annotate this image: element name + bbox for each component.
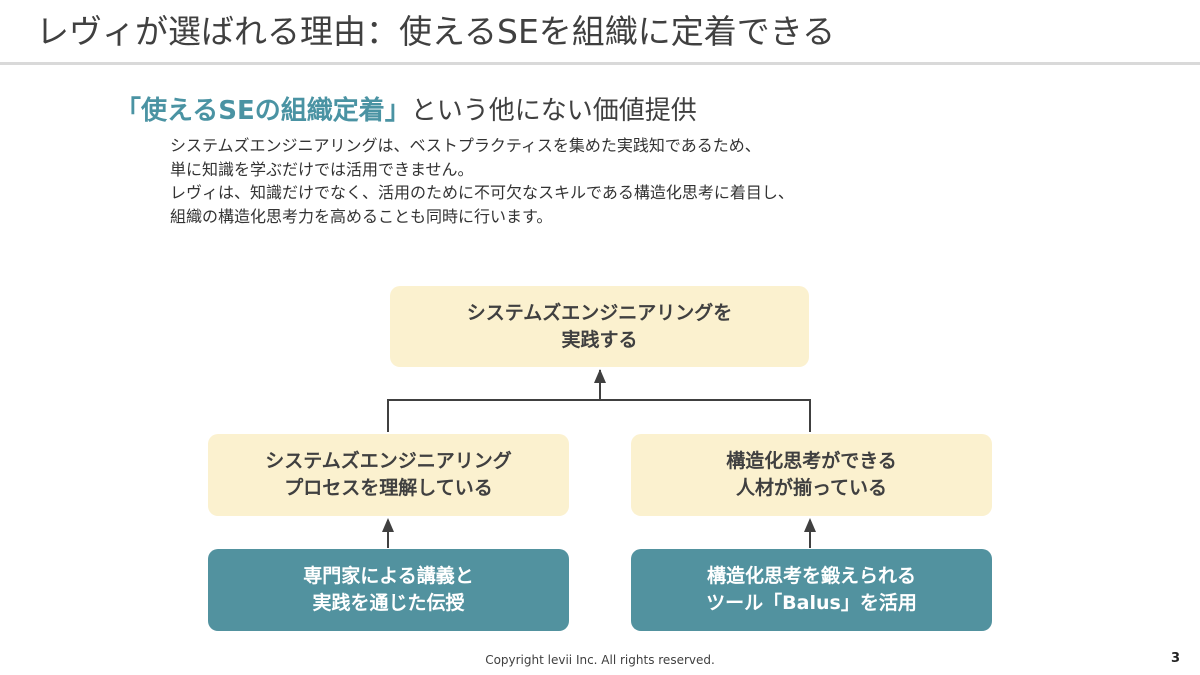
right-bottom-box-line: ツール「Balus」を活用 (706, 592, 917, 614)
left-bottom-box-line: 実践を通じた伝授 (312, 592, 465, 614)
page-title: レヴィが選ばれる理由：使えるSEを組織に定着できる (36, 12, 836, 51)
subheading-rest: という他にない価値提供 (410, 96, 697, 126)
subheading: 「使えるSEの組織定着」という他にない価値提供 (115, 94, 697, 128)
top-box-line: システムズエンジニアリングを (466, 301, 733, 324)
left-mid-box-line: システムズエンジニアリング (265, 450, 512, 472)
top-box: システムズエンジニアリングを 実践する (390, 286, 809, 367)
body-text: システムズエンジニアリングは、ベストプラクティスを集めた実践知であるため、 単に… (170, 134, 794, 228)
body-line: レヴィは、知識だけでなく、活用のために不可欠なスキルである構造化思考に着目し、 (170, 183, 794, 202)
page-number: 3 (1170, 651, 1180, 666)
title-divider (0, 62, 1200, 65)
right-bottom-box: 構造化思考を鍛えられる ツール「Balus」を活用 (631, 549, 992, 631)
body-line: 単に知識を学ぶだけでは活用できません。 (170, 159, 474, 179)
right-bottom-box-line: 構造化思考を鍛えられる (706, 565, 916, 587)
right-mid-box-line: 人材が揃っている (735, 477, 888, 499)
right-mid-box: 構造化思考ができる 人材が揃っている (631, 434, 992, 516)
top-box-line: 実践する (561, 328, 638, 351)
right-mid-box-line: 構造化思考ができる (726, 450, 897, 472)
connector-mid-to-top (387, 399, 811, 432)
arrowhead-left-mid (382, 518, 394, 532)
arrowhead-top (594, 369, 606, 383)
left-bottom-box-line: 専門家による講義と (303, 565, 474, 587)
body-line: システムズエンジニアリングは、ベストプラクティスを集めた実践知であるため、 (170, 136, 761, 155)
subheading-accent: 「使えるSEの組織定着」 (115, 96, 411, 126)
left-mid-box-line: プロセスを理解している (284, 477, 493, 499)
left-bottom-box: 専門家による講義と 実践を通じた伝授 (208, 549, 569, 631)
copyright-footer: Copyright levii Inc. All rights reserved… (485, 653, 715, 667)
left-mid-box: システムズエンジニアリング プロセスを理解している (208, 434, 569, 516)
body-line: 組織の構造化思考力を高めることも同時に行います。 (170, 206, 553, 226)
arrowhead-right-mid (804, 518, 816, 532)
